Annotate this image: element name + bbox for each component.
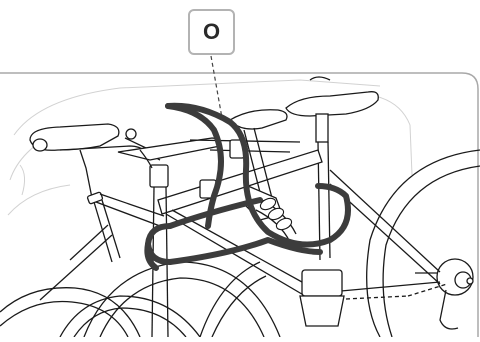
callout-label: O [202, 19, 221, 44]
right-bicycle [324, 149, 480, 338]
front-bicycle [83, 76, 441, 338]
panel-frame [0, 72, 479, 337]
rear-bicycle [0, 123, 201, 338]
callout-box: O [188, 9, 235, 55]
cable-lock-cable [144, 102, 351, 271]
callout-leader [210, 55, 223, 119]
cable-coil [259, 197, 293, 231]
